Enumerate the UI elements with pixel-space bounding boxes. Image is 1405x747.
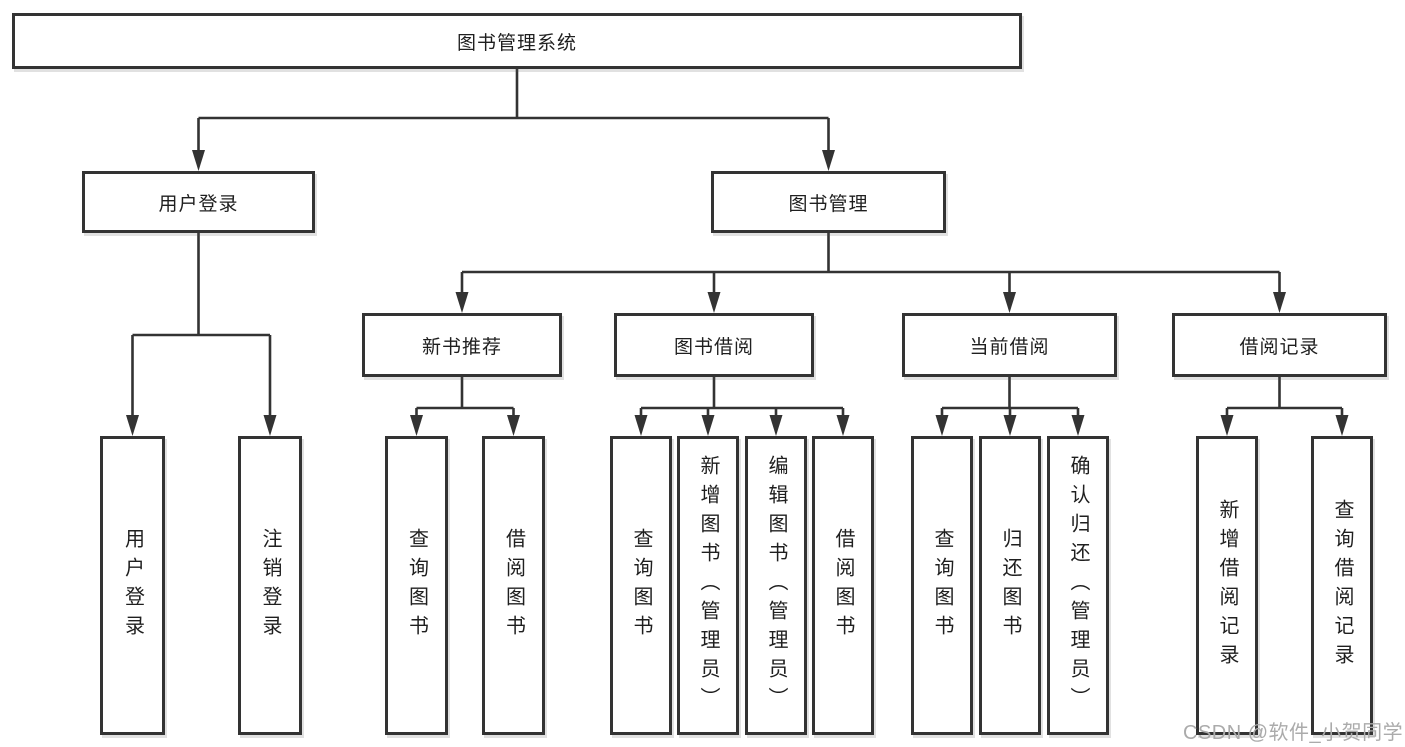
csdn-watermark: CSDN @软件_小贺同学 — [1183, 722, 1404, 744]
node-label: 借阅图书 — [502, 527, 525, 644]
connector-user-login — [131, 233, 272, 418]
node-logout-action: 注销登录 — [238, 436, 302, 735]
node-label: 当前借阅 — [969, 336, 1050, 358]
node-label: 新增借阅记录 — [1216, 498, 1238, 673]
node-label: 查询图书 — [931, 527, 953, 644]
node-label: 新书推荐 — [421, 336, 502, 358]
node-label: 借阅记录 — [1239, 336, 1320, 358]
node-add-borrow-record: 新增借阅记录 — [1196, 436, 1258, 735]
node-edit-books-admin: 编辑图书（管理员） — [745, 436, 807, 735]
node-confirm-return-admin: 确认归还（管理员） — [1047, 436, 1109, 735]
connector-borrowing-records — [1225, 377, 1344, 418]
node-query-borrow-record: 查询借阅记录 — [1311, 436, 1373, 735]
node-label: 编辑图书（管理员） — [765, 455, 787, 716]
node-label: 借阅图书 — [832, 527, 854, 644]
connector-book-borrowing — [639, 377, 845, 418]
node-label: 图书管理系统 — [456, 32, 577, 54]
node-label: 图书管理 — [788, 193, 869, 215]
node-query-books-borrow: 查询图书 — [610, 436, 672, 735]
node-label: 查询图书 — [630, 527, 652, 644]
node-library-system: 图书管理系统 — [12, 13, 1022, 69]
node-query-books-current: 查询图书 — [911, 436, 973, 735]
node-query-books-recommend: 查询图书 — [385, 436, 448, 735]
node-label: 图书借阅 — [673, 336, 754, 358]
node-label: 用户登录 — [158, 193, 239, 215]
node-new-book-recommend: 新书推荐 — [362, 313, 562, 377]
node-book-management: 图书管理 — [711, 171, 946, 233]
node-label: 查询图书 — [405, 527, 428, 644]
node-label: 用户登录 — [121, 527, 144, 644]
node-user-login: 用户登录 — [82, 171, 315, 233]
connector-new-book-recommend — [415, 377, 515, 418]
node-label: 归还图书 — [999, 527, 1021, 644]
node-label: 确认归还（管理员） — [1067, 455, 1089, 716]
node-user-login-action: 用户登录 — [100, 436, 165, 735]
node-borrow-books-recommend: 借阅图书 — [482, 436, 545, 735]
node-add-books-admin: 新增图书（管理员） — [677, 436, 739, 735]
node-borrow-books-borrow: 借阅图书 — [812, 436, 874, 735]
connector-root — [197, 69, 830, 154]
node-borrowing-records: 借阅记录 — [1172, 313, 1387, 377]
node-current-borrowing: 当前借阅 — [902, 313, 1117, 377]
connector-current-borrowing — [940, 377, 1080, 418]
node-label: 查询借阅记录 — [1331, 498, 1353, 673]
node-return-books: 归还图书 — [979, 436, 1041, 735]
connector-book-management — [460, 233, 1281, 296]
node-label: 新增图书（管理员） — [697, 455, 719, 716]
node-book-borrowing: 图书借阅 — [614, 313, 814, 377]
node-label: 注销登录 — [259, 527, 281, 644]
